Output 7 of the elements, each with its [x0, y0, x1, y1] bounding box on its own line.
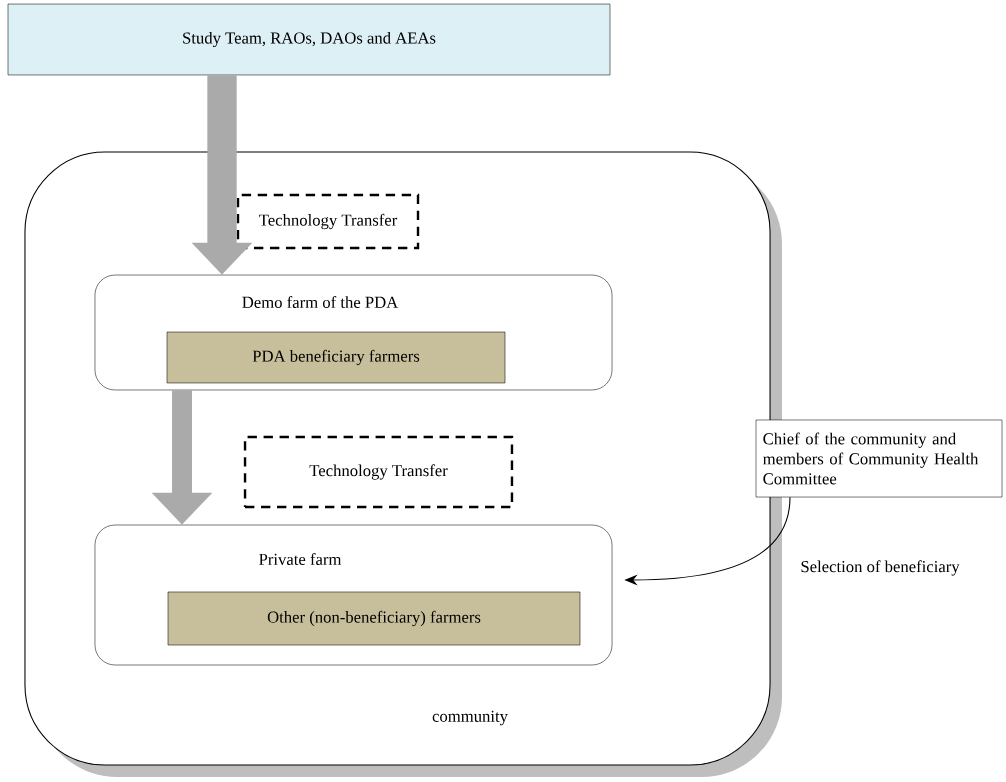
- dashed-label-box: Technology Transfer: [243, 435, 514, 509]
- farmer-box: PDA beneficiary farmers: [166, 331, 506, 384]
- edge-label: Selection of beneficiary: [801, 560, 960, 576]
- note-box: Chief of the community and members of Community Health Committee: [755, 419, 1003, 498]
- dashed-label-box: Technology Transfer: [236, 193, 420, 250]
- farmer-box: Other (non-beneficiary) farmers: [167, 591, 581, 646]
- source-box: Study Team, RAOs, DAOs and AEAs: [7, 3, 611, 76]
